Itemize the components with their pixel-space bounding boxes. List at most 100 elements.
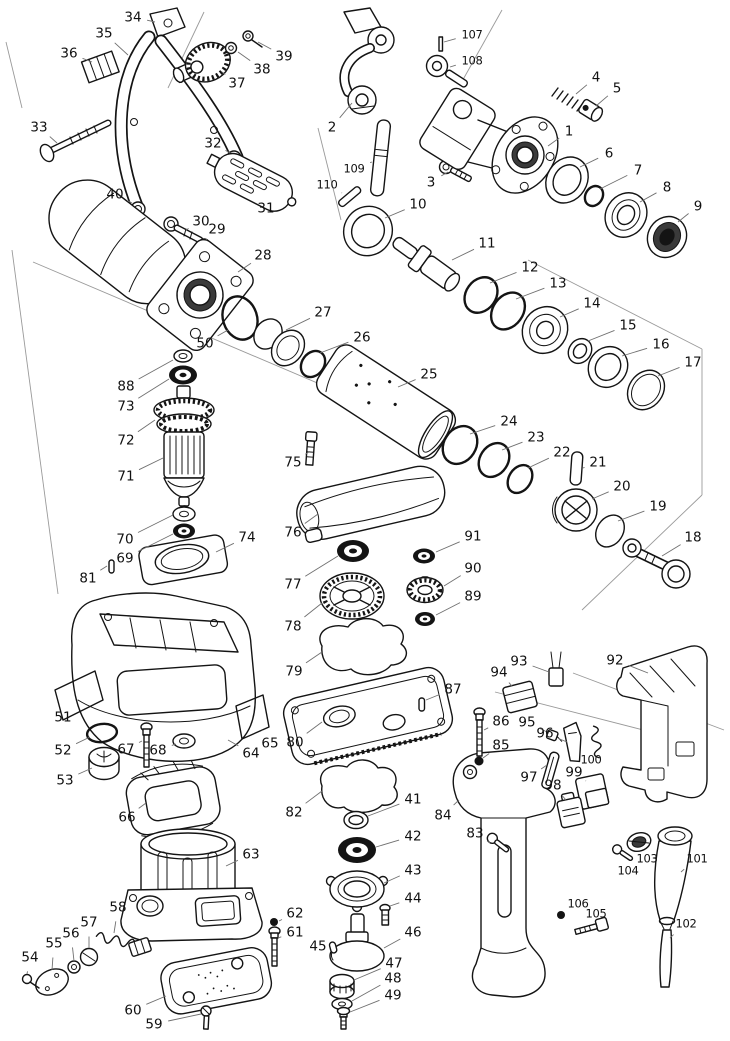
leader-line-61: [277, 936, 282, 939]
part-label-43: 43: [404, 863, 421, 879]
side-handle-assembly-drawing: [39, 7, 297, 252]
part-label-21: 21: [589, 455, 606, 471]
part-104-screw: [611, 844, 634, 862]
leader-line-42: [375, 839, 400, 848]
leader-line-39: [257, 41, 272, 50]
leader-line-76: [304, 513, 319, 524]
part-71-armature: [163, 431, 205, 513]
part-label-75: 75: [284, 455, 301, 471]
part-label-81: 81: [79, 571, 96, 587]
leader-line-97: [540, 764, 548, 770]
part-label-11: 11: [478, 236, 495, 252]
part-label-47: 47: [385, 956, 402, 972]
leader-line-33: [49, 136, 58, 144]
part-63-cylinder-liner: [120, 828, 263, 942]
part-label-56: 56: [62, 926, 79, 942]
leader-line-49: [349, 999, 380, 1013]
part-label-110: 110: [316, 178, 337, 192]
leader-line-35: [114, 42, 129, 56]
part-12-o-ring: [463, 276, 499, 314]
part-label-33: 33: [30, 120, 47, 136]
leader-line-44: [389, 902, 400, 907]
part-label-72: 72: [117, 433, 134, 449]
part-label-82: 82: [285, 805, 302, 821]
part-80-crank-plate: [282, 666, 454, 766]
part-45-pin: [328, 941, 338, 954]
part-label-97: 97: [520, 770, 537, 786]
part-103-cord-clip: [626, 831, 652, 853]
part-89-bearing: [415, 612, 435, 626]
part-8-ring: [604, 192, 648, 238]
part-77-bearing: [337, 540, 369, 562]
part-label-46: 46: [404, 925, 421, 941]
part-label-45: 45: [309, 939, 326, 955]
part-label-63: 63: [242, 847, 259, 863]
part-98-switch: [556, 791, 586, 829]
part-97-strip: [541, 751, 560, 790]
part-label-36: 36: [60, 46, 77, 62]
part-label-100: 100: [580, 753, 601, 767]
part-label-77: 77: [284, 577, 301, 593]
part-label-86: 86: [492, 714, 509, 730]
leader-line-75: [305, 451, 310, 455]
part-33-bolt: [39, 119, 112, 163]
leader-line-69: [137, 533, 174, 552]
part-43-retainer: [325, 870, 389, 913]
part-label-108: 108: [461, 54, 482, 68]
leader-line-67: [138, 740, 143, 743]
leader-line-52: [75, 736, 91, 745]
leader-line-78: [304, 602, 323, 618]
part-label-35: 35: [95, 26, 112, 42]
leader-line-86: [483, 727, 489, 731]
part-9-sleeve: [646, 215, 688, 259]
leader-line-13: [515, 287, 545, 300]
leader-line-47: [353, 968, 381, 981]
crank-cap-assembly-drawing: [296, 431, 446, 544]
part-6-ring: [545, 156, 589, 204]
handle-switch-assembly-drawing: [452, 645, 708, 998]
cylinder-housing-assembly-drawing: [419, 87, 688, 259]
part-70-washer: [172, 506, 196, 522]
part-101-cord-guard: [653, 826, 693, 926]
part-label-15: 15: [619, 318, 636, 334]
part-84-handle: [452, 748, 556, 998]
leader-line-63: [225, 859, 239, 867]
part-label-53: 53: [56, 773, 73, 789]
leader-line-29: [205, 238, 208, 241]
part-56-washer: [67, 960, 81, 974]
part-label-55: 55: [45, 936, 62, 952]
part-69-bearing: [173, 523, 195, 539]
part-label-67: 67: [117, 742, 134, 758]
leader-line-77: [305, 555, 339, 577]
part-label-68: 68: [149, 743, 166, 759]
part-label-62: 62: [286, 906, 303, 922]
leader-line-53: [78, 767, 93, 775]
part-label-76: 76: [284, 525, 301, 541]
part-label-49: 49: [384, 988, 401, 1004]
leader-line-93: [532, 665, 550, 673]
part-label-87: 87: [444, 682, 461, 698]
part-label-66: 66: [118, 810, 135, 826]
part-label-20: 20: [613, 479, 630, 495]
part-label-89: 89: [464, 589, 481, 605]
leader-line-30: [185, 228, 189, 231]
leader-line-66: [138, 802, 147, 809]
part-79-gasket: [319, 617, 408, 676]
part-55-plate: [35, 968, 69, 996]
leader-line-101: [680, 868, 685, 873]
leader-line-88: [138, 359, 174, 380]
part-label-103: 103: [636, 852, 657, 866]
part-label-73: 73: [117, 399, 134, 415]
part-41-ring: [343, 810, 369, 830]
part-93-connector: [548, 651, 564, 687]
part-label-30: 30: [192, 214, 209, 230]
part-90-gear: [406, 576, 444, 604]
leader-line-19: [617, 510, 645, 522]
leader-line-41: [367, 803, 400, 817]
leader-line-4: [575, 84, 588, 95]
part-28-flange: [146, 238, 254, 352]
part-50-o-ring: [221, 295, 259, 341]
part-label-78: 78: [284, 619, 301, 635]
part-label-25: 25: [420, 367, 437, 383]
part-61-bolt: [268, 926, 281, 967]
